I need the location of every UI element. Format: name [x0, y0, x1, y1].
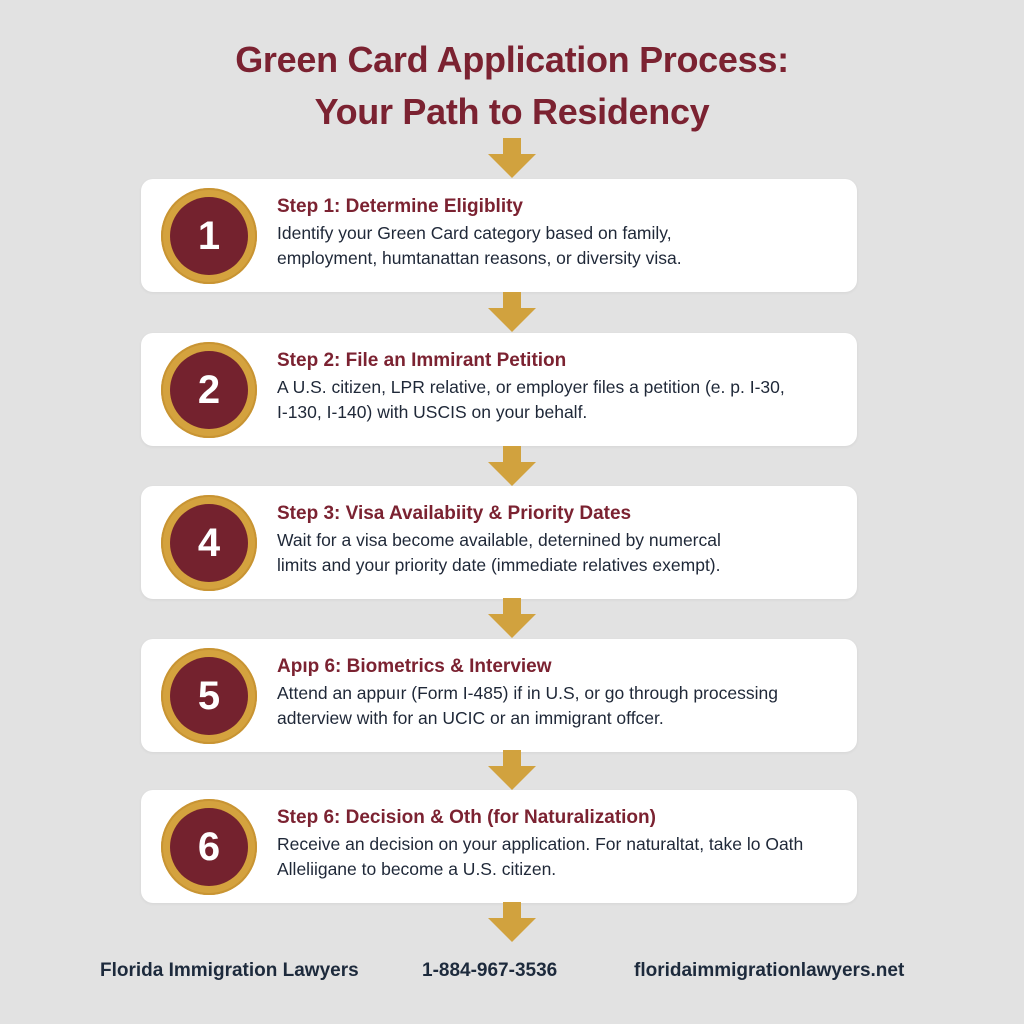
step-badge: 5 [161, 648, 257, 744]
step-title: Apıp 6: Biometrics & Interview [277, 656, 552, 677]
step-number: 1 [170, 197, 248, 275]
step-description-line-1: Identify your Green Card category based … [277, 223, 672, 243]
step-number: 4 [170, 504, 248, 582]
title-line-2: Your Path to Residency [314, 91, 710, 132]
step-title: Step 6: Decision & Oth (for Naturalizati… [277, 807, 656, 828]
arrow-down-icon [486, 750, 538, 790]
step-number: 6 [170, 808, 248, 886]
step-badge: 4 [161, 495, 257, 591]
step-description-line-1: Receive an decision on your application.… [277, 834, 804, 854]
step-number: 5 [170, 657, 248, 735]
arrow-down-icon [486, 598, 538, 638]
step-card-2: 2 Step 2: File an Immirant Petition A U.… [141, 333, 857, 446]
step-card-1: 1 Step 1: Determine Eligiblity Identify … [141, 179, 857, 292]
page-title: Green Card Application Process: Your Pat… [0, 34, 1024, 138]
step-number: 2 [170, 351, 248, 429]
phone-number[interactable]: 1-884-967-3536 [422, 960, 558, 981]
step-description-line-1: Wait for a visa become available, detern… [277, 530, 721, 550]
step-description-line-1: A U.S. citizen, LPR relative, or employe… [277, 377, 785, 397]
step-title: Step 3: Visa Availabiity & Priority Date… [277, 503, 632, 524]
step-description-line-1: Attend an appuır (Form I-485) if in U.S,… [277, 683, 778, 703]
step-description-line-2: Alleliigane to become a U.S. citizen. [277, 859, 557, 879]
step-card-4: 5 Apıp 6: Biometrics & Interview Attend … [141, 639, 857, 752]
step-title: Step 2: File an Immirant Petition [277, 350, 567, 371]
website-link[interactable]: floridaimmigrationlawyers.net [634, 960, 905, 981]
step-card-5: 6 Step 6: Decision & Oth (for Naturaliza… [141, 790, 857, 903]
step-title: Step 1: Determine Eligiblity [277, 196, 523, 217]
step-description-line-2: adterview with for an UCIC or an immigra… [277, 708, 664, 728]
title-line-1: Green Card Application Process: [235, 39, 789, 80]
footer: Florida Immigration Lawyers 1-884-967-35… [0, 960, 1024, 990]
arrow-down-icon [486, 902, 538, 942]
step-badge: 6 [161, 799, 257, 895]
arrow-down-icon [486, 446, 538, 486]
step-badge: 2 [161, 342, 257, 438]
step-card-3: 4 Step 3: Visa Availabiity & Priority Da… [141, 486, 857, 599]
step-badge: 1 [161, 188, 257, 284]
firm-name: Florida Immigration Lawyers [100, 960, 359, 981]
arrow-down-icon [486, 138, 538, 178]
step-description-line-2: limits and your priority date (immediate… [277, 555, 721, 575]
arrow-down-icon [486, 292, 538, 332]
step-description-line-2: employment, humtanattan reasons, or dive… [277, 248, 682, 268]
step-description-line-2: I-130, I-140) with USCIS on your behalf. [277, 402, 588, 422]
